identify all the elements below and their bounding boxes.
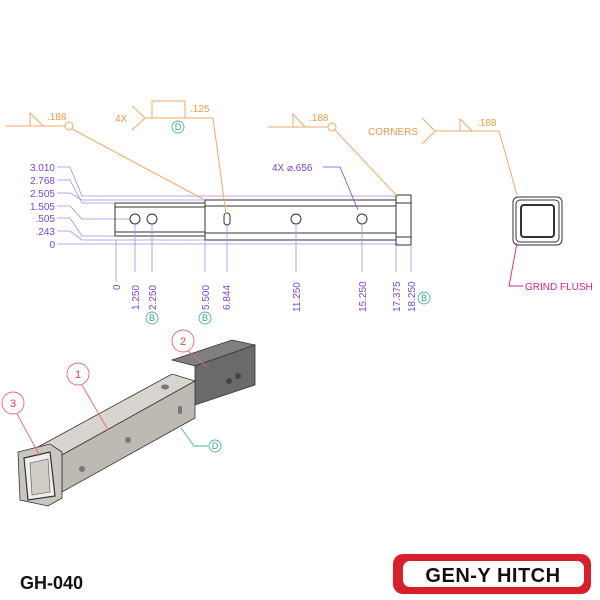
svg-text:2: 2 [180, 336, 186, 348]
hole-callout: 4X ⌀.656 [272, 163, 359, 211]
vertical-ordinate-dimensions: 3.010 2.768 2.505 1.505 .505 .243 0 [30, 163, 398, 251]
svg-text:B: B [421, 293, 427, 303]
dim-3010: 3.010 [30, 163, 55, 174]
dim-x-0: 0 [112, 284, 123, 290]
datum-d-callout: D [180, 427, 222, 453]
hole [290, 213, 302, 225]
svg-text:4X: 4X [115, 114, 128, 125]
svg-text:.188: .188 [477, 118, 497, 129]
slot [223, 212, 231, 226]
weld-symbol-right: .188 [268, 112, 398, 197]
svg-text:1: 1 [75, 369, 81, 381]
balloon-1: 1 [66, 362, 109, 431]
dim-x-5500: 5.500 [201, 285, 212, 310]
side-view [114, 194, 412, 246]
dim-2505: 2.505 [30, 189, 55, 200]
balloon-3: 3 [1, 391, 41, 457]
hole [146, 213, 158, 225]
isometric-view [17, 339, 257, 507]
svg-text:.125: .125 [190, 104, 210, 115]
datum-b: B [198, 311, 212, 325]
hole-callout-text: 4X ⌀.656 [272, 163, 313, 174]
weld-symbol-left: .188 [5, 111, 204, 200]
grind-flush-note: GRIND FLUSH [525, 282, 593, 293]
dim-x-15250: 15.250 [358, 281, 369, 312]
balloon-2: 2 [171, 329, 208, 368]
weld-symbol-corners: CORNERS .188 [368, 117, 518, 196]
part-number: GH-040 [20, 573, 83, 593]
dim-1505: 1.505 [30, 202, 55, 213]
dim-x-11250: 11.250 [292, 282, 303, 312]
svg-text:.188: .188 [47, 112, 67, 123]
dim-x-2250: 2.250 [148, 285, 159, 310]
svg-text:GEN-Y HITCH: GEN-Y HITCH [425, 565, 560, 587]
dim-x-18250: 18.250 [407, 281, 418, 312]
svg-text:B: B [202, 313, 208, 323]
hole [356, 213, 368, 225]
hole [129, 213, 141, 225]
weld-symbol-plug: 4X .125 D [115, 100, 227, 215]
end-view: GRIND FLUSH [508, 196, 593, 293]
svg-text:D: D [175, 122, 182, 132]
svg-text:3: 3 [10, 398, 16, 410]
dim-0: 0 [49, 240, 55, 251]
dim-2768: 2.768 [30, 176, 55, 187]
svg-text:B: B [149, 313, 155, 323]
dim-x-17375: 17.375 [392, 281, 403, 312]
dim-0243: .243 [36, 227, 56, 238]
svg-text:D: D [212, 441, 219, 451]
gen-y-hitch-logo: GEN-Y HITCH [393, 554, 591, 594]
datum-b: B [417, 291, 431, 305]
dim-x-1250: 1.250 [131, 285, 142, 310]
dim-x-6844: 6.844 [222, 285, 233, 310]
svg-text:.188: .188 [309, 113, 329, 124]
svg-text:CORNERS: CORNERS [368, 127, 418, 138]
dim-0505: .505 [36, 214, 56, 225]
horizontal-ordinate-dimensions: 0 1.250 2.250 5.500 6.844 11.250 15.250 … [112, 224, 431, 325]
datum-b: B [145, 311, 159, 325]
